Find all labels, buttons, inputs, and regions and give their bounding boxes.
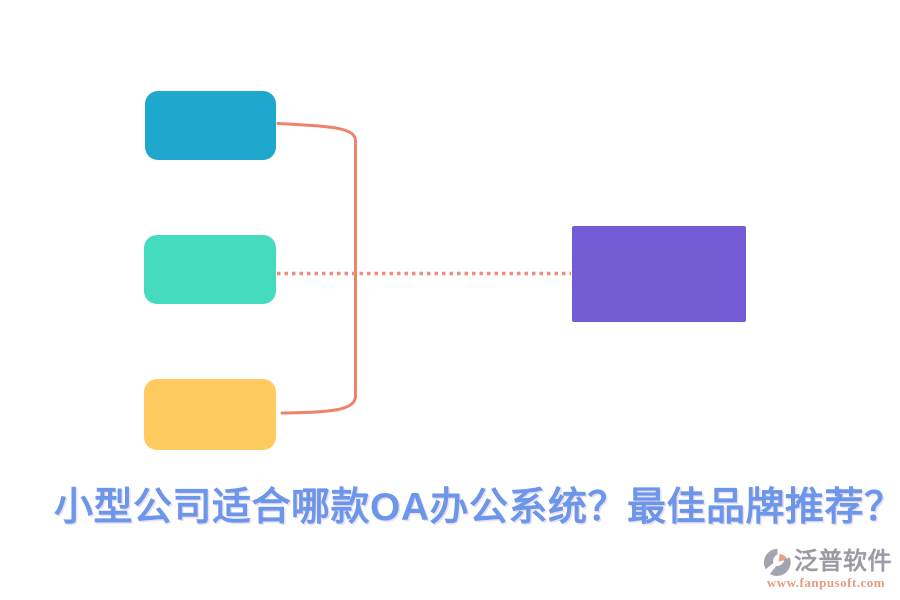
node-right-box [572, 226, 746, 322]
node-middle-box [144, 235, 276, 304]
node-bottom-box [144, 379, 276, 450]
bracket-connector [276, 122, 357, 415]
fanpu-logo: 泛普软件 www.fanpusoft.com [763, 548, 892, 591]
page-title: 小型公司适合哪款OA办公系统？最佳品牌推荐？ [54, 486, 900, 529]
node-top-box [145, 91, 276, 160]
logo-name: 泛普软件 [794, 548, 892, 576]
logo-url: www.fanpusoft.com [766, 575, 886, 590]
fanpu-logo-icon [763, 548, 791, 576]
